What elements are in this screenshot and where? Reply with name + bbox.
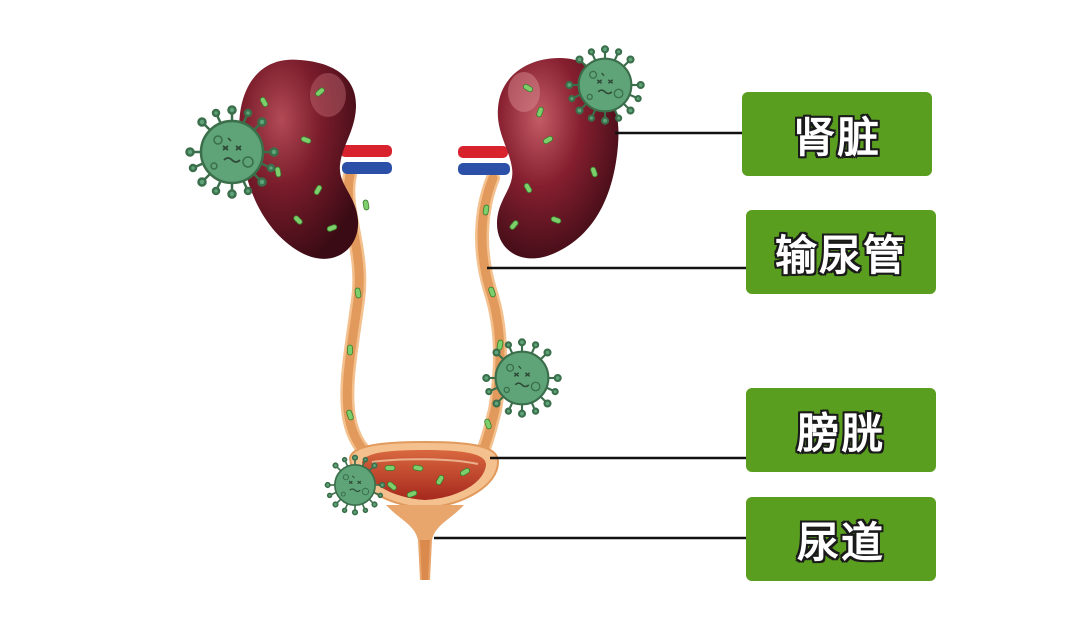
label-ureter-text: 输尿管	[774, 230, 907, 280]
label-bladder-text: 膀胱	[796, 408, 885, 458]
virus-right-kidney	[565, 45, 645, 125]
left-kidney	[239, 59, 359, 259]
label-kidney: 肾脏	[742, 92, 932, 176]
leader-lines	[434, 131, 746, 540]
label-urethra: 尿道	[746, 497, 936, 581]
label-kidney-text: 肾脏	[792, 112, 881, 162]
virus-ureter	[482, 338, 562, 418]
ureters	[340, 168, 507, 465]
right-kidney	[496, 58, 619, 259]
label-urethra-text: 尿道	[796, 517, 885, 567]
bladder	[348, 440, 500, 510]
label-bladder: 膀胱	[746, 388, 936, 472]
virus-left-kidney	[185, 105, 279, 199]
label-ureter: 输尿管	[746, 210, 936, 294]
urethra	[386, 505, 464, 580]
virus-bladder	[324, 454, 386, 516]
renal-vessels	[340, 145, 510, 175]
